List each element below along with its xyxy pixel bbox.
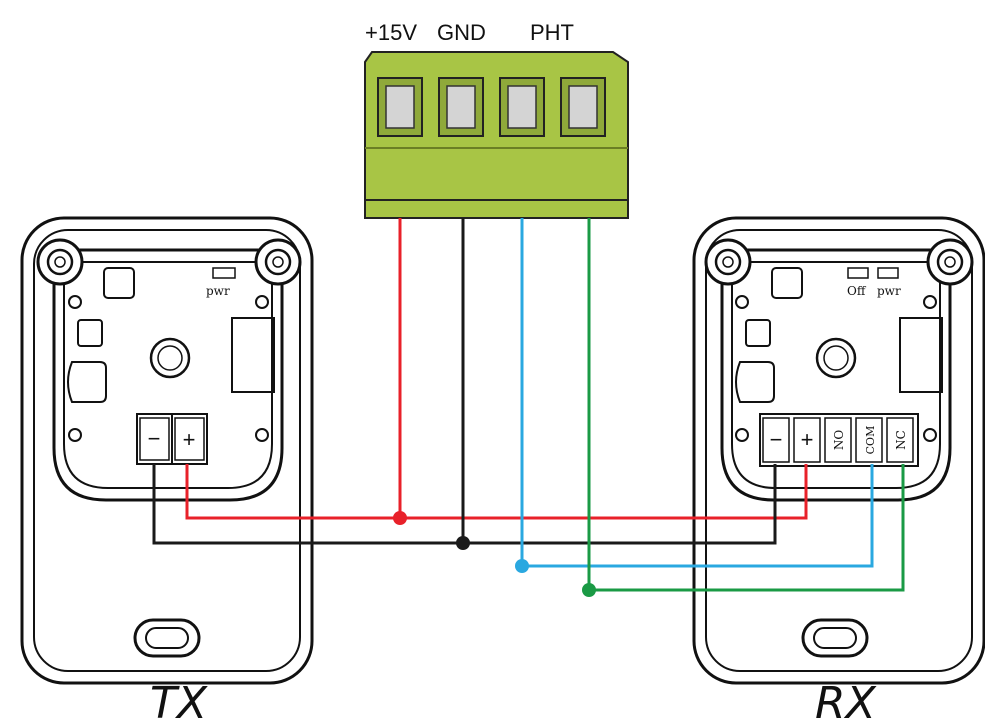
junction-ground [456, 536, 470, 550]
terminal-slot-3 [499, 77, 545, 137]
tx-led-label: pwr [206, 284, 230, 298]
tx-device: pwr − + TX [20, 216, 314, 723]
rx-title: RX [815, 678, 877, 723]
terminal-slot-2 [438, 77, 484, 137]
tx-terminal-minus: − [148, 426, 161, 451]
wire-relay [587, 218, 905, 592]
rx-terminal-nc: NC [894, 430, 908, 450]
rx-terminal-block: − + NO COM NC [759, 413, 919, 467]
wire-pht [520, 218, 874, 568]
tx-title: TX [150, 678, 208, 723]
junction-relay [582, 583, 596, 597]
terminal-block: +15V GND PHT [364, 20, 629, 219]
rx-terminal-plus: + [801, 427, 814, 452]
junction-power [393, 511, 407, 525]
label-plus15v: +15V [365, 20, 417, 45]
rx-led-label-pwr: pwr [877, 284, 901, 298]
tx-terminal-plus: + [183, 427, 196, 452]
rx-led-label-off: Off [847, 284, 867, 298]
rx-terminal-com: COM [864, 426, 877, 455]
rx-device: Off pwr − + NO COM NC RX [692, 216, 985, 723]
label-pht: PHT [530, 20, 574, 45]
wire-junctions [393, 511, 596, 597]
rx-terminal-no: NO [832, 430, 846, 451]
tx-terminal-block: − + [136, 413, 208, 465]
junction-pht [515, 559, 529, 573]
label-gnd: GND [437, 20, 486, 45]
wire-power-tx [185, 464, 808, 520]
terminal-slot-4 [560, 77, 606, 137]
rx-terminal-minus: − [770, 427, 783, 452]
terminal-slot-1 [377, 77, 423, 137]
